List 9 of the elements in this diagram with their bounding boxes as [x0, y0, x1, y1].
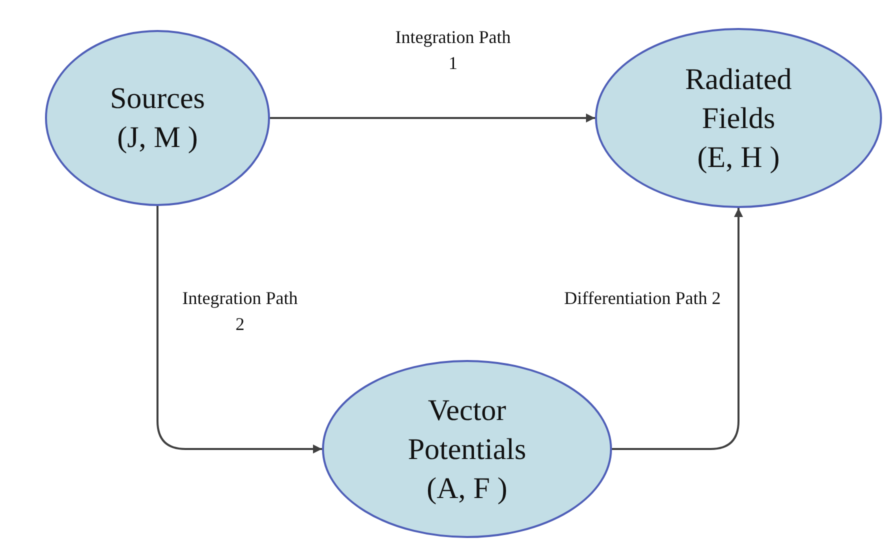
ellipse-node: [45, 30, 270, 206]
arrow: [612, 208, 743, 450]
node-label: Sources (J, M ): [109, 81, 206, 156]
node-label: Vector Potentials (A, F ): [406, 392, 528, 506]
arrow: [156, 206, 322, 454]
ellipse-node: [595, 28, 882, 208]
arrow: [270, 114, 595, 122]
node-label: Radiated Fields (E, H ): [684, 62, 793, 176]
ellipse-node: [322, 360, 612, 538]
